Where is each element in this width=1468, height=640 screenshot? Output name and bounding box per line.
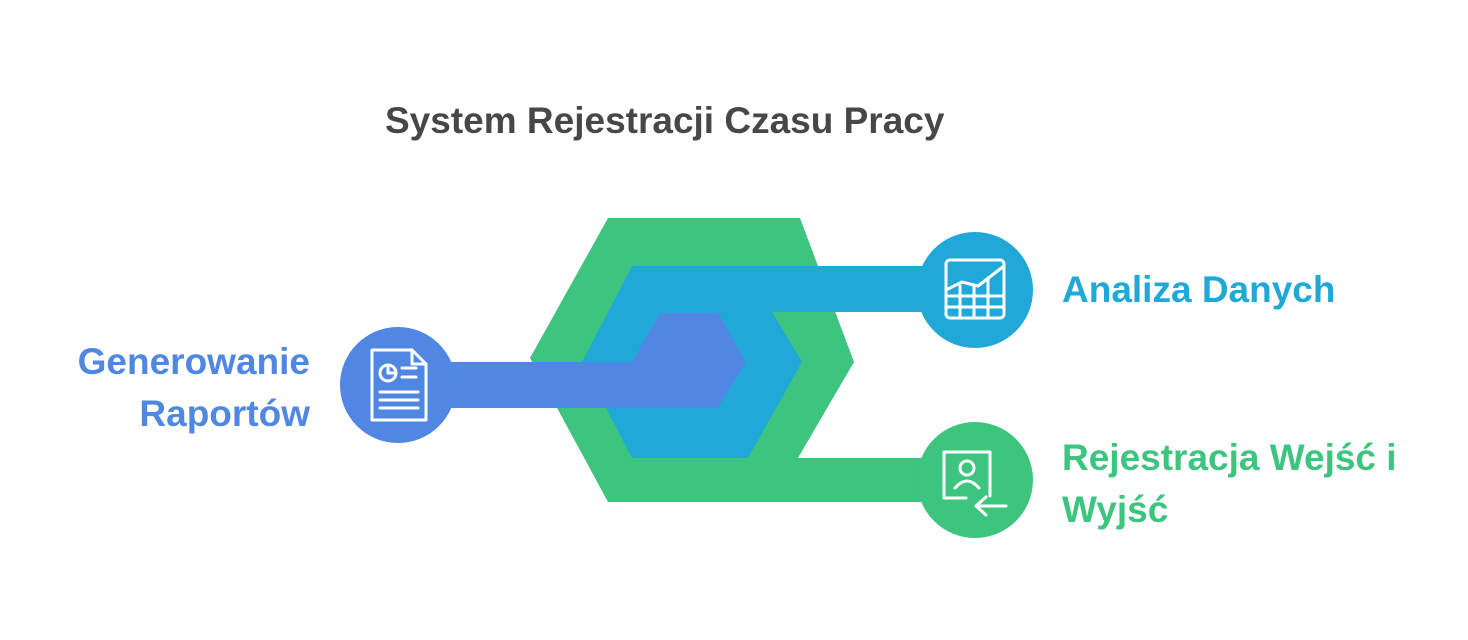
label-registration-line-2: Wyjść [1062,489,1169,530]
label-analysis-line-1: Analiza Danych [1062,269,1336,310]
royal-connector [400,313,746,408]
chart-table-icon [944,258,1006,320]
report-document-icon [370,348,428,422]
node-registration [917,422,1033,538]
label-registration: Rejestracja Wejść i Wyjść [1062,432,1397,536]
label-analysis: Analiza Danych [1062,264,1335,316]
label-reports-line-2: Raportów [139,393,310,434]
label-reports: Generowanie Raportów [10,336,310,440]
label-reports-line-1: Generowanie [77,341,310,382]
node-analysis [917,232,1033,348]
node-reports [340,327,456,443]
user-entry-icon [942,450,1008,517]
label-registration-line-1: Rejestracja Wejść i [1062,437,1397,478]
diagram-title: System Rejestracji Czasu Pracy [385,100,945,141]
